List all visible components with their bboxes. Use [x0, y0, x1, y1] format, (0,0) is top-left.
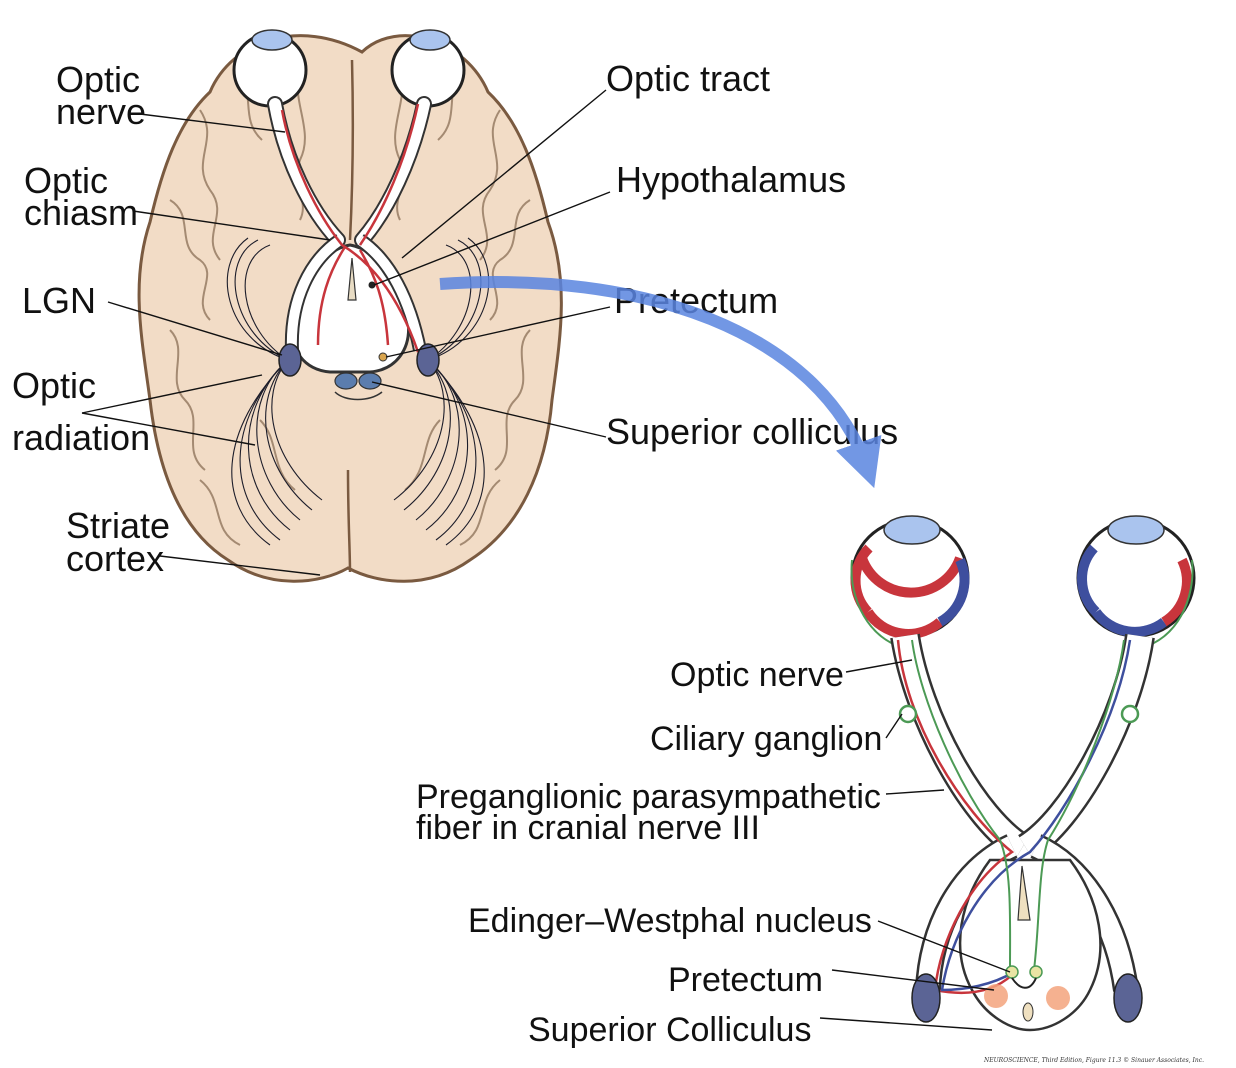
label-edinger-westphal: Edinger–Westphal nucleus — [468, 902, 872, 940]
label-optic-nerve-2: nerve — [56, 91, 146, 132]
label-superior-colliculus-bottom: Superior Colliculus — [528, 1011, 811, 1049]
bottom-labels: Optic nerve Ciliary ganglion Preganglion… — [416, 656, 882, 1049]
label-preganglionic-2: fiber in cranial nerve III — [416, 809, 760, 847]
brain-illustration — [139, 30, 561, 581]
ew-nucleus-left — [1006, 966, 1018, 978]
label-optic-radiation-1: Optic — [12, 365, 96, 406]
lgn-right-bottom — [1114, 974, 1142, 1022]
label-optic-nerve-bottom: Optic nerve — [670, 656, 844, 694]
reflex-schematic — [852, 516, 1194, 1030]
label-ciliary-ganglion: Ciliary ganglion — [650, 720, 882, 758]
right-eye-bottom — [1078, 516, 1194, 648]
ciliary-ganglion-right — [1122, 706, 1138, 722]
label-optic-chiasm-2: chiasm — [24, 192, 138, 233]
label-striate-cortex-2: cortex — [66, 538, 164, 579]
pretectum-right — [1046, 986, 1070, 1010]
pretectum-dot — [379, 353, 387, 361]
label-pretectum-bottom: Pretectum — [668, 961, 823, 999]
label-hypothalamus: Hypothalamus — [616, 159, 846, 200]
left-eye-bottom — [852, 516, 968, 648]
ciliary-ganglion-left — [900, 706, 916, 722]
label-optic-tract: Optic tract — [606, 58, 770, 99]
figure-credit: NEUROSCIENCE, Third Edition, Figure 11.3… — [983, 1057, 1204, 1064]
label-optic-radiation-2: radiation — [12, 417, 150, 458]
lgn-left — [279, 344, 301, 376]
ew-nucleus-right — [1030, 966, 1042, 978]
label-lgn: LGN — [22, 280, 96, 321]
pretectum-left — [984, 984, 1008, 1008]
